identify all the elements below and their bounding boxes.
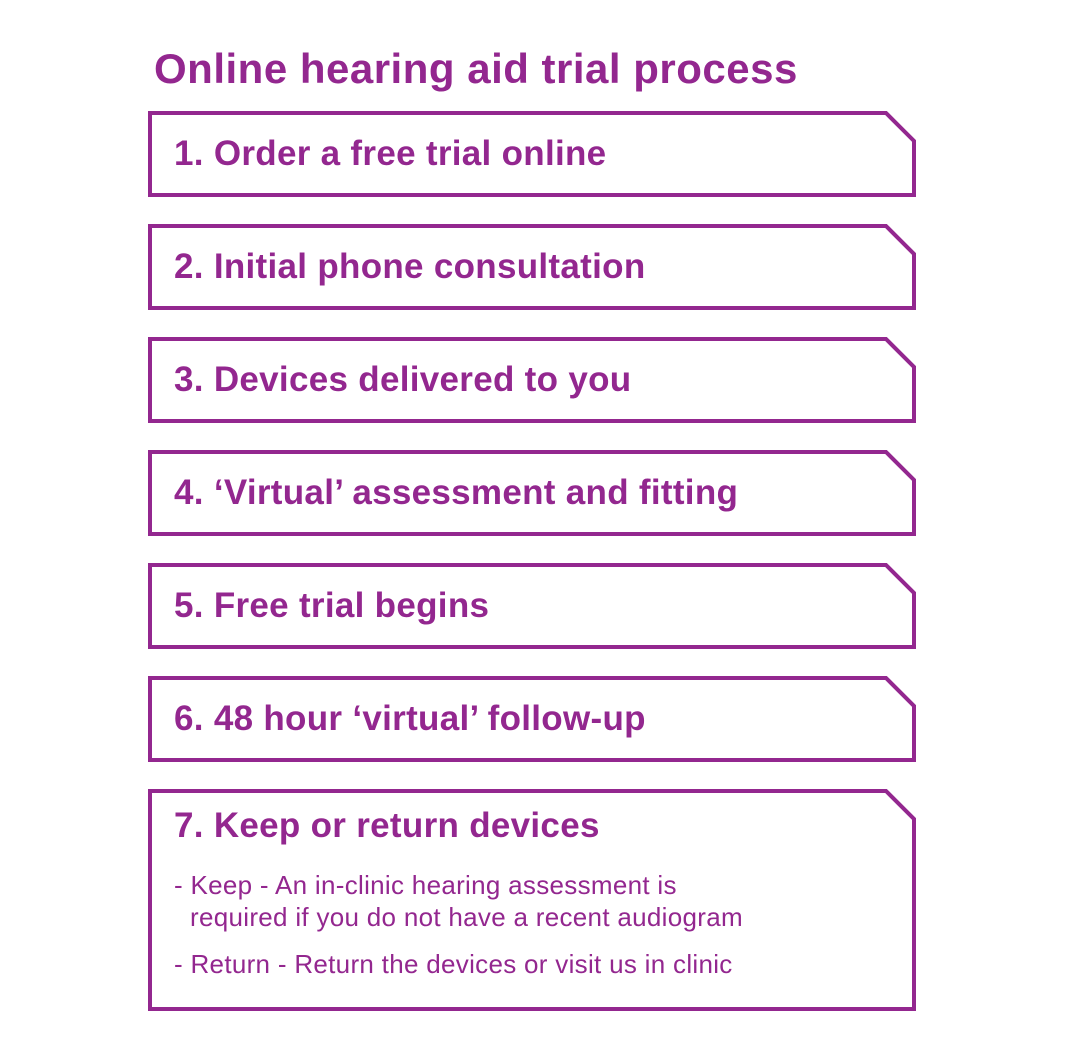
step-7-bullet-return: - Return - Return the devices or visit u…: [174, 949, 733, 979]
step-box-4: 4. ‘Virtual’ assessment and fitting: [148, 450, 916, 536]
process-diagram: Online hearing aid trial process 1. Orde…: [148, 44, 916, 1011]
step-label-2: 2. Initial phone consultation: [174, 246, 646, 286]
step-box-5: 5. Free trial begins: [148, 563, 916, 649]
step-box-3: 3. Devices delivered to you: [148, 337, 916, 423]
process-steps: 1. Order a free trial online 2. Initial …: [148, 111, 916, 1011]
step-box-6: 6. 48 hour ‘virtual’ follow-up: [148, 676, 916, 762]
step-box-1: 1. Order a free trial online: [148, 111, 916, 197]
step-label-1: 1. Order a free trial online: [174, 133, 607, 173]
step-label-6: 6. 48 hour ‘virtual’ follow-up: [174, 698, 646, 738]
page-title: Online hearing aid trial process: [154, 45, 798, 92]
step-label-3: 3. Devices delivered to you: [174, 359, 632, 399]
step-box-7: 7. Keep or return devices - Keep - An in…: [148, 789, 916, 1011]
step-label-5: 5. Free trial begins: [174, 585, 490, 625]
step-label-4: 4. ‘Virtual’ assessment and fitting: [174, 472, 739, 512]
step-box-2: 2. Initial phone consultation: [148, 224, 916, 310]
step-label-7: 7. Keep or return devices: [174, 806, 600, 845]
step-7-bullet-keep: - Keep - An in-clinic hearing assessment…: [174, 870, 743, 932]
